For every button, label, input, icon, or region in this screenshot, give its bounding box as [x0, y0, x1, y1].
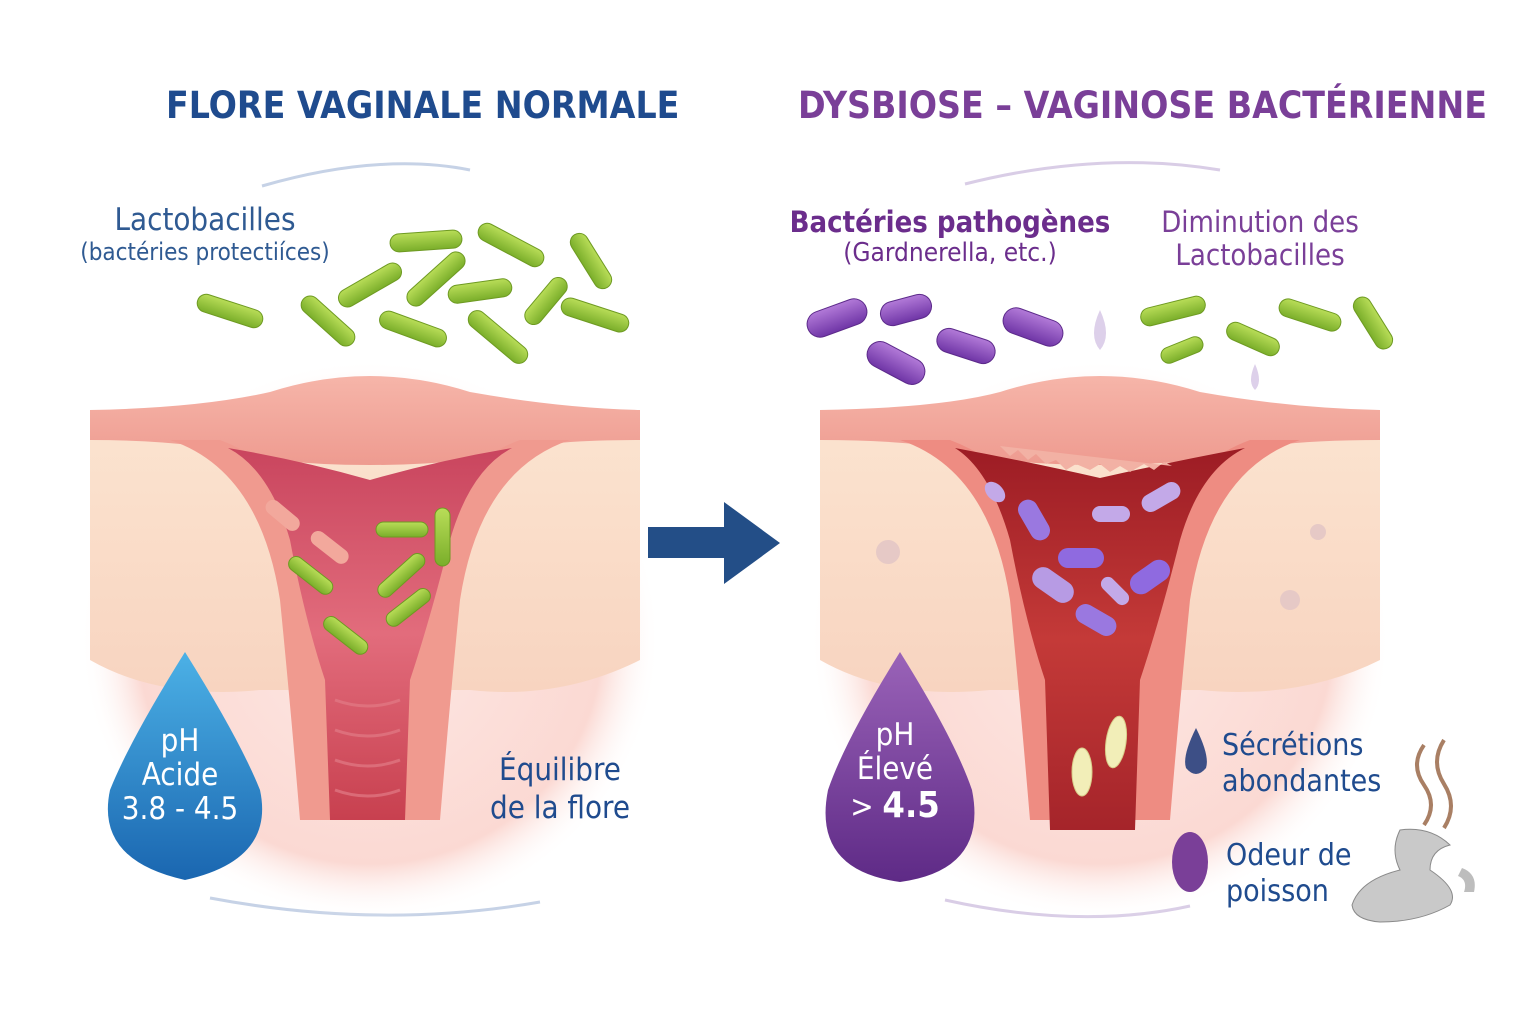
symptom-odor: Odeur de poisson	[1226, 838, 1352, 910]
lactobacilli-label: Lactobacilles (bactéries protectiíces)	[60, 202, 350, 266]
balance-line-2: de la flore	[490, 789, 630, 826]
ph-value: 3.8 - 4.5	[121, 791, 239, 828]
lactobacilli-decrease-label: Diminution des Lactobacilles	[1140, 205, 1380, 273]
balance-line-1: Équilibre	[499, 752, 621, 788]
ph-value: 4.5	[882, 785, 940, 827]
ph-acid-label: pH Acide 3.8 - 4.5	[100, 724, 260, 826]
decrease-line-1: Diminution des	[1161, 205, 1359, 239]
fish-odor-icon	[1351, 738, 1475, 923]
ph-drop-purple-icon	[825, 652, 975, 882]
lactobacilli-cluster	[196, 222, 630, 364]
dysbiosis-title: DYSBIOSE – VAGINOSE BACTÉRIENNE	[798, 84, 1487, 127]
pathogens-label-sub: (Gardnerella, etc.)	[843, 238, 1057, 269]
ph-drop-blue-icon	[107, 652, 263, 880]
ph-comparator: >	[850, 789, 883, 826]
arrow-right-icon	[648, 502, 780, 584]
purple-drop-icon	[1172, 832, 1208, 892]
ph-label: pH	[875, 717, 915, 753]
symptom-discharge-line-2: abondantes	[1222, 764, 1382, 799]
flora-balance-label: Équilibre de la flore	[470, 752, 650, 828]
lactobacilli-label-main: Lactobacilles	[114, 202, 296, 238]
symptom-odor-line-1: Odeur de	[1226, 838, 1352, 873]
symptom-discharge-line-1: Sécrétions	[1222, 728, 1364, 763]
reduced-lactobacilli-cluster	[1140, 295, 1394, 364]
droplet-icon	[1185, 728, 1207, 774]
pathogens-label-main: Bactéries pathogènes	[789, 205, 1111, 239]
pathogen-cluster	[806, 293, 1064, 385]
symptom-odor-line-2: poisson	[1226, 874, 1329, 909]
decrease-line-2: Lactobacilles	[1175, 238, 1345, 273]
pathogens-label: Bactéries pathogènes (Gardnerella, etc.)	[780, 205, 1120, 269]
ph-elevated-label: pH Élevé > 4.5	[820, 718, 970, 826]
normal-flora-title: FLORE VAGINALE NORMALE	[166, 84, 680, 127]
ph-label: pH	[160, 723, 200, 759]
dysbiosis-anatomy-illustration	[810, 360, 1390, 920]
symptom-discharge: Sécrétions abondantes	[1222, 728, 1381, 800]
lactobacilli-label-sub: (bactéries protectiíces)	[80, 237, 330, 266]
ph-state: Acide	[141, 757, 219, 794]
ph-state: Élevé	[856, 751, 934, 788]
